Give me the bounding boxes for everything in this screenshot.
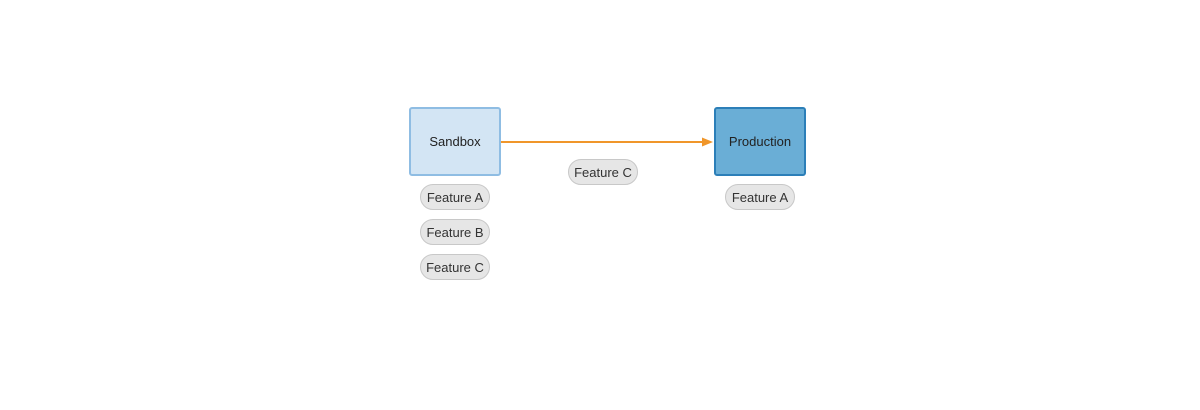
edge-feature-label: Feature C [568, 159, 638, 185]
sandbox-feature-b-text: Feature B [426, 224, 484, 240]
sandbox-node-label: Sandbox [429, 134, 481, 149]
sandbox-feature-a: Feature A [420, 184, 490, 210]
edge-feature-label-text: Feature C [574, 164, 632, 180]
production-feature-a: Feature A [725, 184, 795, 210]
sandbox-feature-c: Feature C [420, 254, 490, 280]
sandbox-feature-a-text: Feature A [426, 189, 484, 205]
sandbox-node[interactable]: Sandbox [409, 107, 501, 176]
production-feature-a-text: Feature A [731, 189, 789, 205]
deploy-arrow-head [702, 137, 713, 147]
production-node-label: Production [728, 134, 792, 149]
production-node[interactable]: Production [714, 107, 806, 176]
sandbox-feature-b: Feature B [420, 219, 490, 245]
sandbox-feature-c-text: Feature C [426, 259, 484, 275]
